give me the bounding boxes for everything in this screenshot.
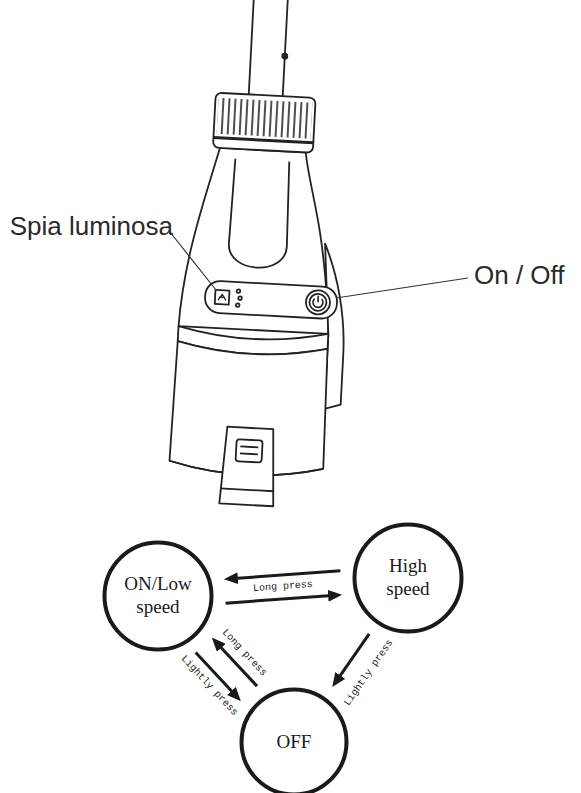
release-clip [219,427,277,507]
front-recess [228,159,292,269]
power-button [305,290,330,315]
leader-line [336,278,468,298]
transition-label: Lightly press [177,652,240,719]
transition-label: Lightly press [341,637,397,710]
tube-dot [282,54,287,59]
transition-arrow [234,571,341,579]
state-name: OFF [277,731,312,754]
state-circle: ON/Low speed [102,540,214,652]
part-label: On / Off [474,259,578,293]
indicator-light [215,290,230,305]
nozzle-tube [249,0,289,99]
knurled-cap [213,93,316,153]
body-shell [179,146,338,334]
control-panel [204,280,337,319]
transition-label: Long press [252,579,315,595]
state-name: ON/Low speed [119,573,197,619]
transition-arrow [226,595,333,603]
state-circle: OFF [239,687,349,793]
leader-line [170,232,216,290]
base-housing [169,341,330,479]
state-circle: High speed [352,522,464,634]
part-label: Spia luminosa [8,210,173,244]
state-name: High speed [369,555,447,601]
